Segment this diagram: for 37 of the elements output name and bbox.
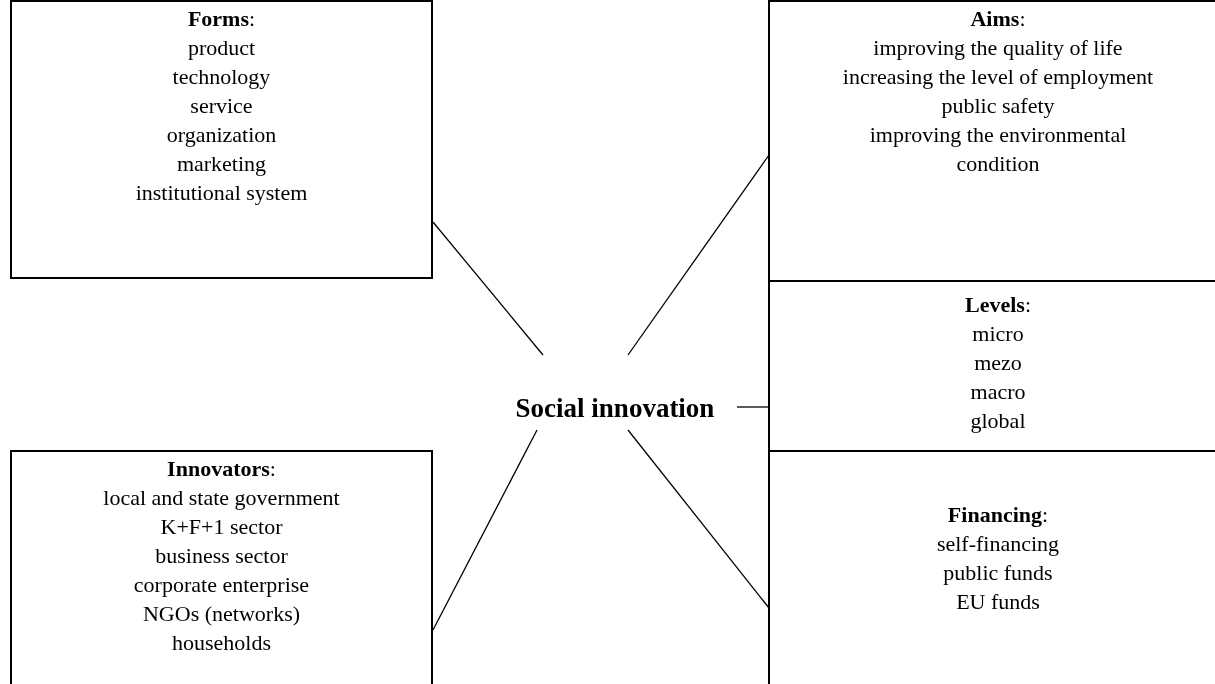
list-item-text: institutional system: [134, 179, 309, 207]
list-item-text: improving the quality of life: [872, 34, 1124, 62]
list-item-text: product: [186, 34, 257, 62]
list-item-text: K+F+1 sector: [159, 513, 284, 541]
connector-line: [432, 429, 538, 631]
list-item-text: corporate enterprise: [132, 571, 311, 599]
category-box: [10, 0, 433, 279]
connector-line: [736, 406, 770, 408]
heading-text: Forms:: [186, 5, 257, 33]
list-item-text: self-financing: [935, 530, 1061, 558]
list-item-text: public funds: [942, 559, 1054, 587]
connector-line: [432, 221, 544, 356]
list-item-text: global: [969, 407, 1027, 435]
heading-text: Financing:: [946, 501, 1050, 529]
list-item-text: households: [171, 629, 272, 657]
heading-text: Innovators:: [166, 455, 277, 483]
list-item-text: organization: [165, 121, 278, 149]
category-box: [768, 0, 1215, 282]
category-box: [10, 450, 433, 684]
list-item-text: technology: [171, 63, 272, 91]
list-item-text: NGOs (networks): [142, 600, 301, 628]
list-item-text: increasing the level of employment: [841, 63, 1155, 91]
heading-text: Aims:: [969, 5, 1027, 33]
list-item-text: business sector: [154, 542, 289, 570]
list-item-text: marketing: [175, 150, 268, 178]
heading-text: Levels:: [964, 291, 1032, 319]
connector-line: [627, 154, 770, 356]
connector-line: [627, 429, 770, 609]
list-item-text: local and state government: [102, 484, 341, 512]
list-item-text: improving the environmental condition: [868, 121, 1128, 178]
list-item-text: service: [189, 92, 254, 120]
title-text: Social innovation: [515, 392, 715, 425]
list-item-text: public safety: [940, 92, 1056, 120]
list-item-text: mezo: [973, 349, 1023, 377]
list-item-text: micro: [971, 320, 1025, 348]
list-item-text: EU funds: [955, 588, 1041, 616]
list-item-text: macro: [969, 378, 1027, 406]
